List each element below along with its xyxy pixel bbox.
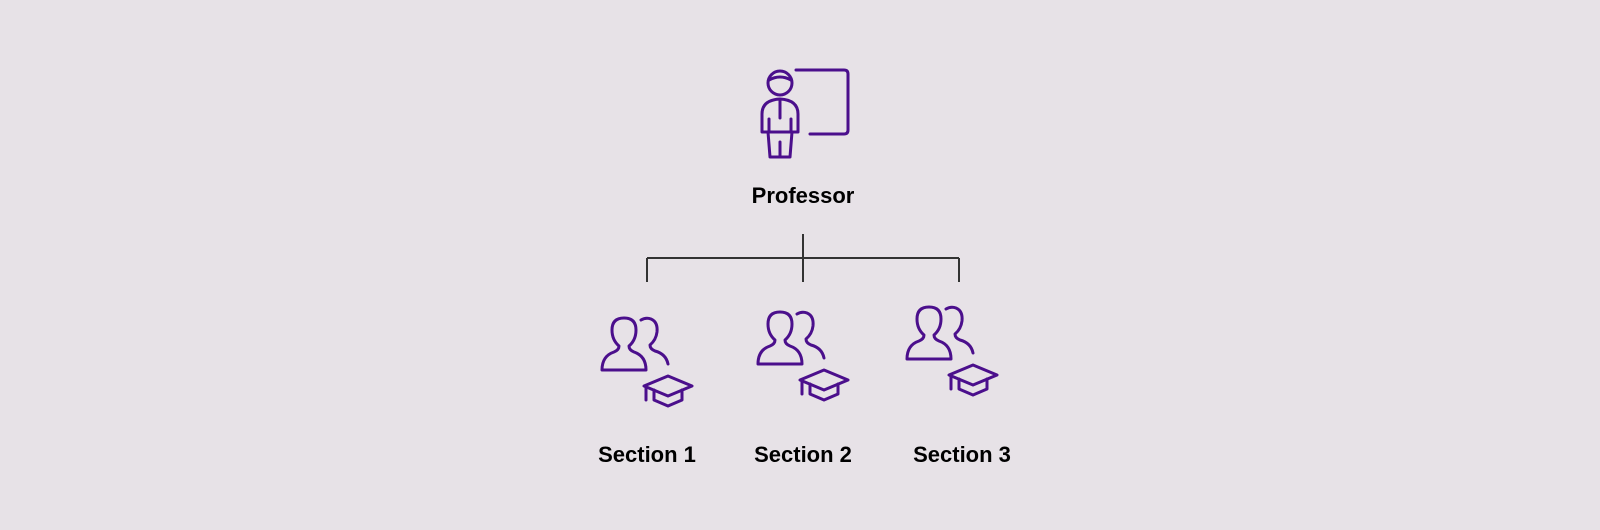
section-3-label: Section 3	[913, 442, 1011, 467]
student-group-icon	[756, 310, 852, 406]
student-group-icon	[600, 316, 696, 412]
student-group-icon	[905, 305, 1001, 401]
section-1-label: Section 1	[598, 442, 696, 467]
professor-label: Professor	[751, 183, 855, 208]
section-2-label: Section 2	[754, 442, 852, 467]
teacher-at-board-icon	[754, 64, 854, 162]
